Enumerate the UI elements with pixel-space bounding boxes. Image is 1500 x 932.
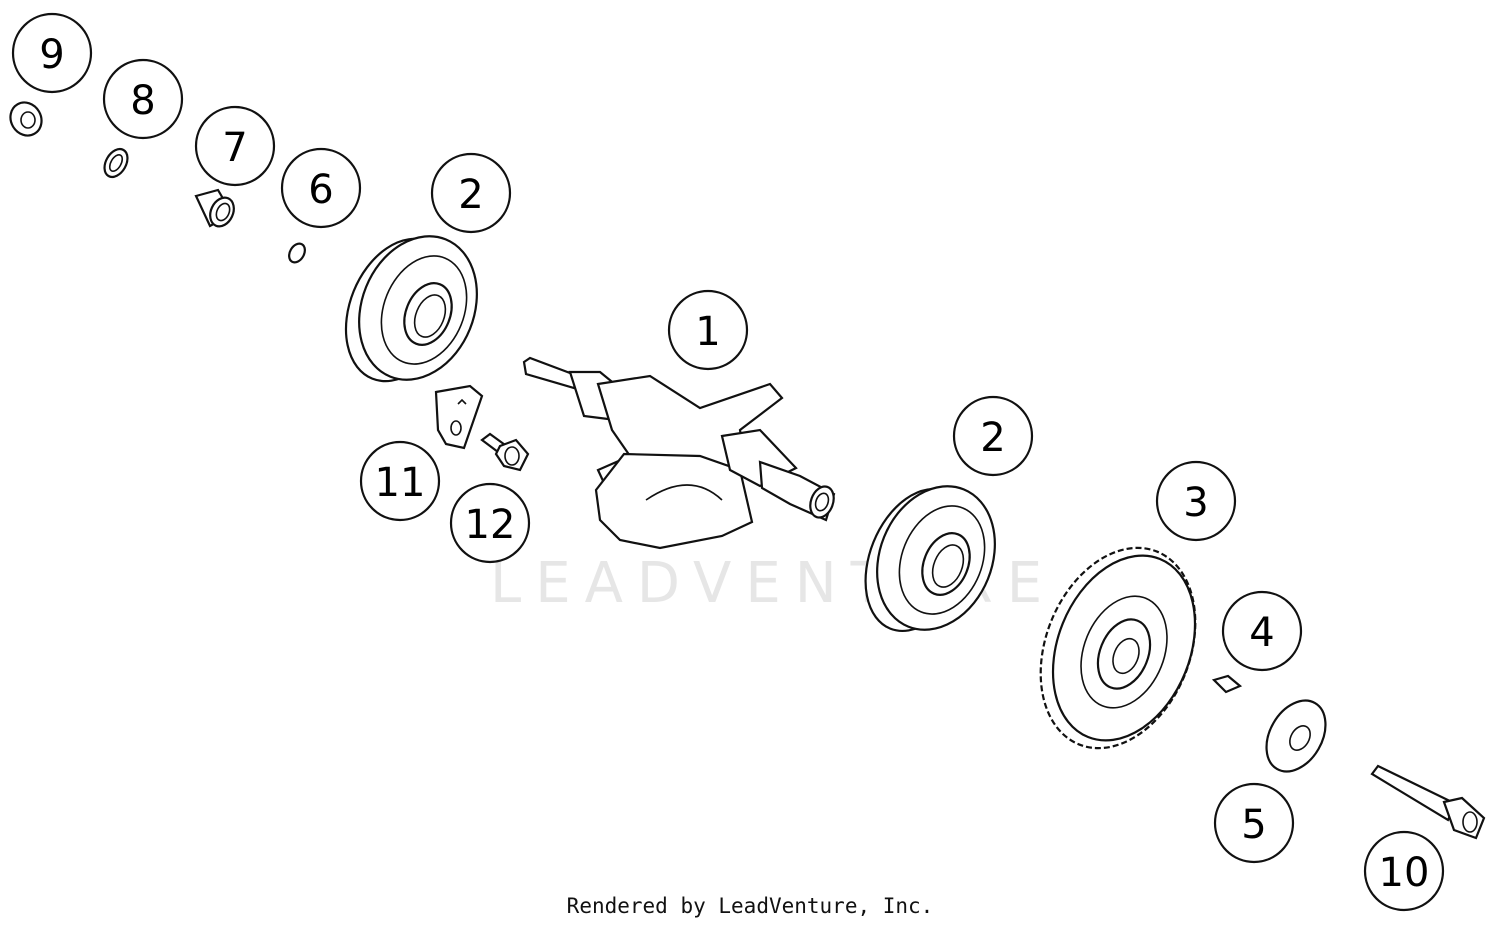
callout-7: 7 (194, 105, 276, 187)
svg-text:2: 2 (980, 415, 1005, 461)
part-3-gear (1039, 546, 1197, 750)
part-6-o-ring (288, 242, 306, 264)
callout-6: 6 (280, 147, 362, 229)
part-7-bushing (194, 188, 235, 228)
callout-9: 9 (11, 12, 93, 94)
part-2-bearing-upper (344, 235, 478, 383)
callout-4: 4 (1221, 590, 1303, 672)
footer-credit: Rendered by LeadVenture, Inc. (566, 894, 934, 918)
part-4-key (1211, 674, 1243, 694)
part-2-bearing-lower (864, 485, 996, 633)
svg-text:8: 8 (130, 78, 155, 124)
svg-text:3: 3 (1183, 480, 1208, 526)
svg-text:12: 12 (465, 502, 516, 548)
callout-5: 5 (1213, 782, 1295, 864)
svg-text:7: 7 (222, 125, 247, 171)
svg-text:9: 9 (39, 32, 64, 78)
svg-text:6: 6 (308, 167, 333, 213)
svg-text:1: 1 (695, 309, 720, 355)
part-10-bolt (1370, 764, 1486, 840)
svg-text:11: 11 (375, 460, 426, 506)
part-1-crankshaft (522, 356, 836, 550)
callout-2-upper: 2 (430, 152, 512, 234)
callout-8: 8 (102, 58, 184, 140)
svg-text:10: 10 (1379, 850, 1430, 896)
svg-text:2: 2 (458, 172, 483, 218)
part-9-nut (9, 101, 43, 137)
callout-2-lower: 2 (952, 395, 1034, 477)
callout-12: 12 (449, 482, 531, 564)
part-11-bracket (434, 384, 484, 450)
callout-1: 1 (667, 289, 749, 371)
part-5-washer (1265, 699, 1327, 773)
svg-text:4: 4 (1249, 610, 1274, 656)
part-8-washer (103, 147, 129, 179)
callout-10: 10 (1363, 830, 1445, 912)
callout-3: 3 (1155, 460, 1237, 542)
part-12-bolt (480, 432, 530, 472)
svg-text:5: 5 (1241, 802, 1266, 848)
callout-11: 11 (359, 440, 441, 522)
